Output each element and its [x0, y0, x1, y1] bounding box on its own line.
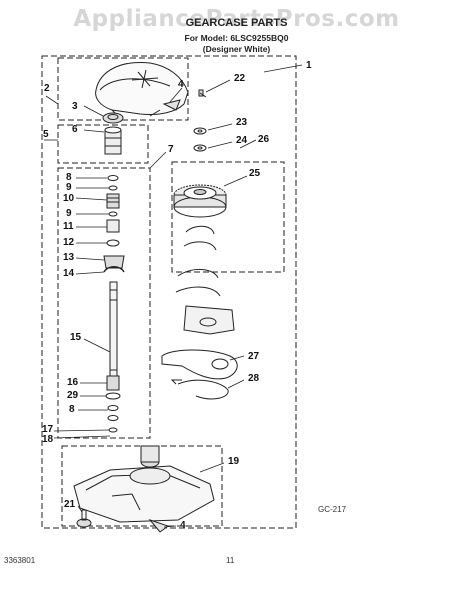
callout-6: 6 [72, 124, 78, 135]
callout-5: 5 [43, 129, 49, 140]
callout-28: 28 [248, 373, 260, 384]
callout-17: 17 [42, 424, 54, 435]
washer-24 [194, 145, 206, 151]
callout-15: 15 [70, 332, 82, 343]
shaft-stack-upper [104, 176, 124, 273]
variant-line: (Designer White) [202, 44, 271, 54]
callout-4-lower: 4 [180, 520, 186, 531]
callout-8-lower: 8 [69, 404, 75, 415]
page-number: 11 [226, 556, 235, 565]
base-group-outline [62, 446, 222, 526]
screw-22 [199, 90, 206, 97]
callout-8-upper: 8 [66, 172, 72, 183]
callout-27: 27 [248, 351, 260, 362]
assembly-outline-1 [42, 56, 296, 528]
callout-22: 22 [234, 73, 246, 84]
callout-14: 14 [63, 268, 75, 279]
pinion-plate [184, 306, 234, 334]
group-6-outline [58, 125, 148, 163]
callout-2: 2 [44, 83, 50, 94]
callout-21: 21 [64, 499, 76, 510]
callout-25: 25 [249, 168, 261, 179]
shaft-stack-lower [106, 376, 120, 432]
callout-9-upper: 9 [66, 182, 72, 193]
callout-29: 29 [67, 390, 79, 401]
leader-lines [44, 65, 302, 527]
callout-3: 3 [72, 101, 78, 112]
model-line: For Model: 6LSC9255BQ0 [184, 33, 289, 43]
callout-16: 16 [67, 377, 79, 388]
agitate-shaft [110, 282, 117, 380]
callout-13: 13 [63, 252, 75, 263]
callout-24: 24 [236, 135, 248, 146]
washer-23 [194, 128, 206, 134]
gear-housing-19 [74, 446, 214, 522]
doc-number: 3363801 [4, 556, 36, 565]
callout-9-lower: 9 [66, 208, 72, 219]
gear-group-outline [172, 162, 284, 272]
callout-12: 12 [63, 237, 75, 248]
diagram-title: GEARCASE PARTS [185, 17, 288, 29]
bolt-21 [77, 510, 91, 527]
screw-4-upper [164, 100, 180, 110]
spring-28 [172, 380, 228, 399]
callout-1: 1 [306, 60, 312, 71]
drive-gear-25 [174, 185, 226, 217]
callout-10: 10 [63, 193, 75, 204]
cover-group-outline [58, 58, 188, 120]
seal-3 [103, 113, 123, 123]
callout-4-upper: 4 [178, 79, 184, 90]
shaft-group-outline [58, 168, 150, 438]
bearing-6 [105, 127, 121, 154]
callout-26: 26 [258, 134, 270, 145]
callout-23: 23 [236, 117, 248, 128]
callout-7: 7 [168, 144, 174, 155]
gear-spring-clips [176, 226, 220, 296]
watermark: AppliancePartsPros.com [73, 6, 400, 32]
figure-code: GC-217 [318, 505, 347, 514]
callout-19: 19 [228, 456, 240, 467]
screw-4-lower [150, 520, 168, 532]
gearcase-cover [96, 62, 188, 116]
callout-11: 11 [63, 221, 74, 232]
shifter-27 [162, 350, 237, 379]
callout-18: 18 [42, 434, 54, 445]
